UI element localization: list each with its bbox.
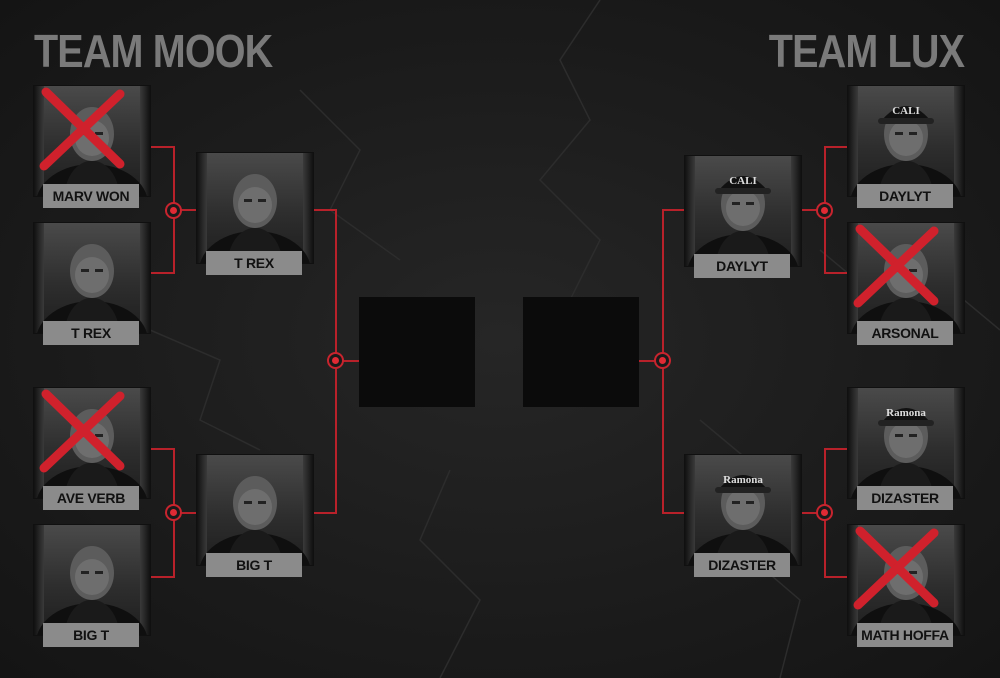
player-photo: Ramona xyxy=(848,388,964,498)
player-photo xyxy=(848,223,964,333)
player-photo xyxy=(197,455,313,565)
player-name-label: DIZASTER xyxy=(694,553,790,577)
player-name-label: DAYLYT xyxy=(857,184,953,208)
player-photo xyxy=(197,153,313,263)
player-name-label: DIZASTER xyxy=(857,486,953,510)
final-slot-right[interactable] xyxy=(523,297,639,407)
player-card[interactable]: BIG T xyxy=(197,455,313,577)
player-card[interactable]: MATH HOFFA xyxy=(848,525,964,647)
player-photo xyxy=(34,86,150,196)
team-mook-title: TEAM MOOK xyxy=(34,25,273,77)
eliminated-x-icon xyxy=(853,526,939,610)
player-card[interactable]: BIG T xyxy=(34,525,150,647)
bracket-node xyxy=(816,504,833,521)
player-name-label: AVE VERB xyxy=(43,486,139,510)
player-name-label: BIG T xyxy=(206,553,302,577)
player-card[interactable]: T REX xyxy=(34,223,150,345)
player-card[interactable]: ARSONAL xyxy=(848,223,964,345)
player-photo: CALI xyxy=(685,156,801,266)
player-name-label: MATH HOFFA xyxy=(857,623,953,647)
player-photo: CALI xyxy=(848,86,964,196)
player-name-label: DAYLYT xyxy=(694,254,790,278)
bracket-node xyxy=(165,202,182,219)
player-name-label: T REX xyxy=(206,251,302,275)
hat-text: CALI xyxy=(892,105,920,117)
player-photo xyxy=(34,525,150,635)
player-name-label: T REX xyxy=(43,321,139,345)
hat-text: Ramona xyxy=(723,474,763,486)
player-name-label: ARSONAL xyxy=(857,321,953,345)
player-name-label: BIG T xyxy=(43,623,139,647)
player-photo xyxy=(34,223,150,333)
player-card[interactable]: MARV WON xyxy=(34,86,150,208)
eliminated-x-icon xyxy=(39,87,125,171)
hat-text: CALI xyxy=(729,175,757,187)
player-name-label: MARV WON xyxy=(43,184,139,208)
bracket-node xyxy=(165,504,182,521)
bracket-node xyxy=(816,202,833,219)
hat-text: Ramona xyxy=(886,407,926,419)
player-card[interactable]: T REX xyxy=(197,153,313,275)
player-photo: Ramona xyxy=(685,455,801,565)
player-card[interactable]: AVE VERB xyxy=(34,388,150,510)
bracket-node xyxy=(327,352,344,369)
final-slot-left[interactable] xyxy=(359,297,475,407)
eliminated-x-icon xyxy=(39,389,125,473)
player-photo xyxy=(848,525,964,635)
bracket-node xyxy=(654,352,671,369)
player-photo xyxy=(34,388,150,498)
team-lux-title: TEAM LUX xyxy=(768,25,965,77)
eliminated-x-icon xyxy=(853,224,939,308)
player-card[interactable]: CALI DAYLYT xyxy=(848,86,964,208)
player-card[interactable]: CALI DAYLYT xyxy=(685,156,801,278)
